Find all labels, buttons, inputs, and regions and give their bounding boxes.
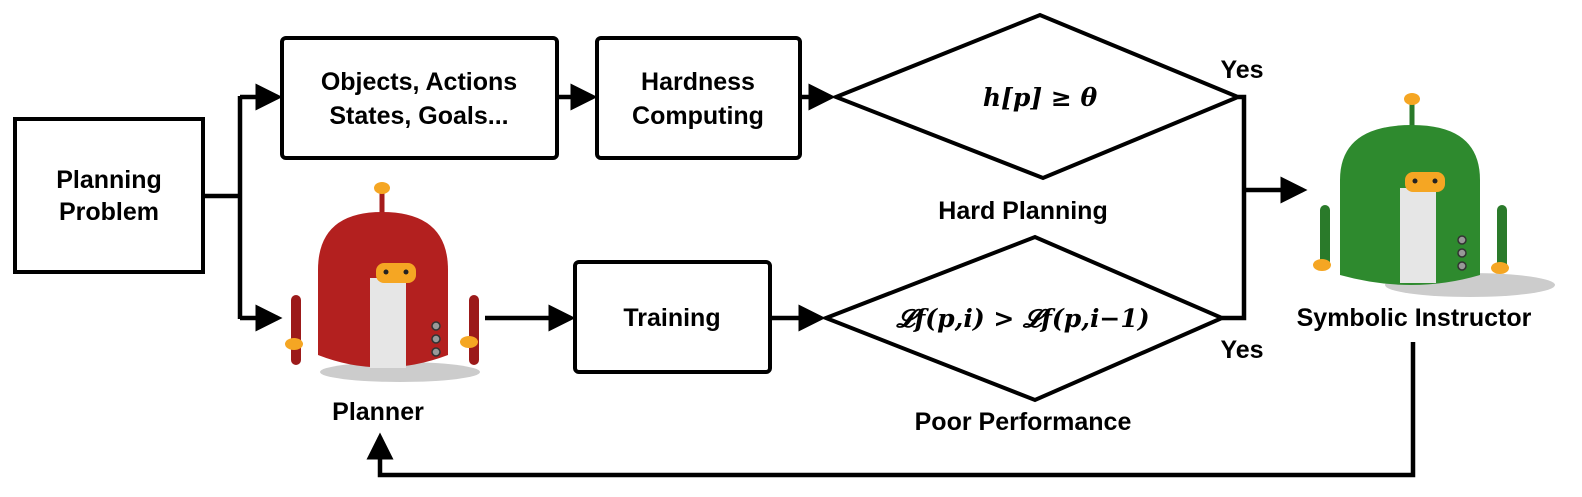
planner-label: Planner <box>332 398 424 426</box>
yes-top-label: Yes <box>1220 56 1263 84</box>
planner-robot-icon <box>285 182 480 382</box>
hardness-box <box>595 36 802 160</box>
planning-problem-line2: Problem <box>59 198 159 226</box>
planning-problem-box <box>13 117 205 274</box>
symbolic-instructor-robot-icon <box>1313 93 1555 297</box>
branch-connector <box>203 96 243 319</box>
yes-merge-connector <box>1222 94 1247 321</box>
poor-performance-diamond <box>820 234 1228 403</box>
training-label: Training <box>623 304 720 332</box>
hardness-line1: Hardness <box>641 68 755 96</box>
objects-line1: Objects, Actions <box>321 68 517 96</box>
hard-condition: h[p] ≥ θ <box>983 83 1098 112</box>
feedback-arrow <box>366 342 1416 478</box>
hard-planning-label: Hard Planning <box>938 197 1107 225</box>
poor-condition: 𝓛f(p,i) > 𝓛f(p,i−1) <box>895 304 1149 333</box>
hardness-line2: Computing <box>632 102 764 130</box>
yes-bottom-label: Yes <box>1220 336 1263 364</box>
objects-line2: States, Goals... <box>329 102 508 130</box>
symbolic-instructor-label: Symbolic Instructor <box>1297 304 1532 332</box>
planning-problem-line1: Planning <box>56 166 162 194</box>
objects-box <box>280 36 559 160</box>
poor-performance-label: Poor Performance <box>915 408 1132 436</box>
